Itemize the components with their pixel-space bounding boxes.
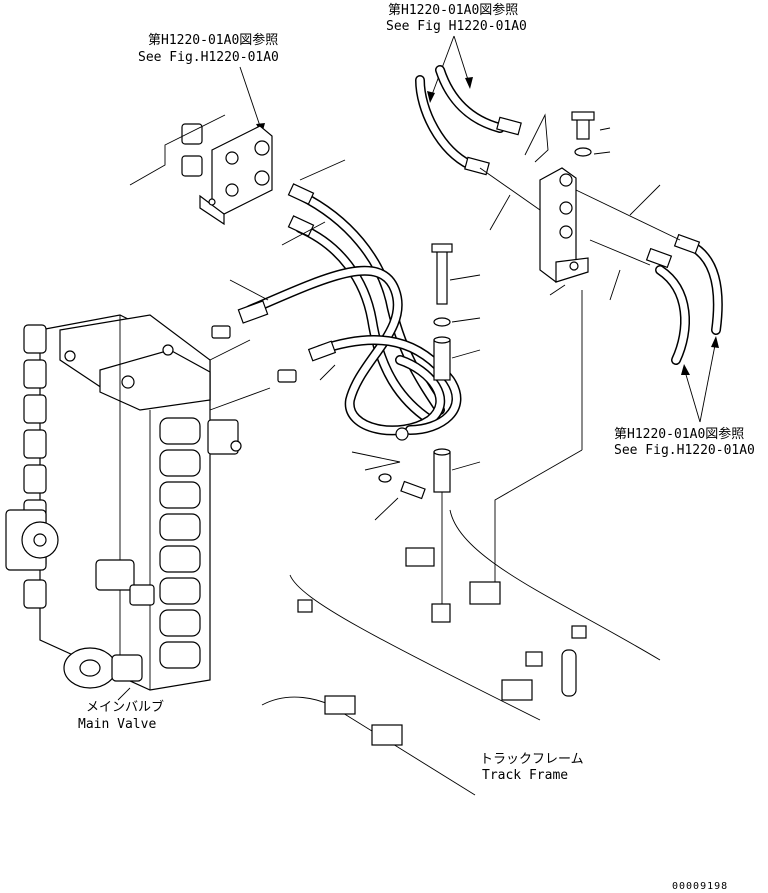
relief-valves <box>159 417 201 669</box>
part-number: 00009198 <box>672 881 728 892</box>
track-frame-jp: トラックフレーム <box>480 752 584 767</box>
bolt-stack <box>351 243 481 623</box>
main-valve-label: メインバルブ Main Valve <box>78 687 164 732</box>
ref-top-right-en: See Fig H1220-01A0 <box>386 19 527 34</box>
main-valve-en: Main Valve <box>78 717 156 732</box>
hose-group-right <box>415 65 723 365</box>
ref-right-jp: 第H1220-01A0図参照 <box>614 426 744 442</box>
bracket-left <box>129 114 273 226</box>
leader-line <box>239 66 263 133</box>
bracket-right <box>494 111 661 590</box>
arrow-head <box>427 91 435 103</box>
leader-line <box>453 35 471 87</box>
leader-line <box>117 687 131 701</box>
ref-right-en: See Fig.H1220-01A0 <box>614 443 755 458</box>
track-frame-label: トラックフレーム Track Frame <box>480 752 584 783</box>
ref-label-top-left: 第H1220-01A0図参照 See Fig.H1220-01A0 <box>138 32 279 134</box>
ref-top-left-jp: 第H1220-01A0図参照 <box>148 32 278 48</box>
ref-label-top-right: 第H1220-01A0図参照 See Fig H1220-01A0 <box>386 2 527 103</box>
arrow-head <box>711 336 719 348</box>
ref-top-left-en: See Fig.H1220-01A0 <box>138 50 279 65</box>
main-valve <box>5 314 271 691</box>
track-frame-en: Track Frame <box>482 768 568 783</box>
track-frame <box>261 509 661 796</box>
leader-line <box>683 367 701 423</box>
arrow-head <box>681 364 690 375</box>
leader-line <box>699 339 717 423</box>
arrow-head <box>465 77 473 89</box>
main-valve-jp: メインバルブ <box>86 699 164 715</box>
ref-top-right-jp: 第H1220-01A0図参照 <box>388 2 518 18</box>
ref-label-right: 第H1220-01A0図参照 See Fig.H1220-01A0 <box>614 336 755 458</box>
